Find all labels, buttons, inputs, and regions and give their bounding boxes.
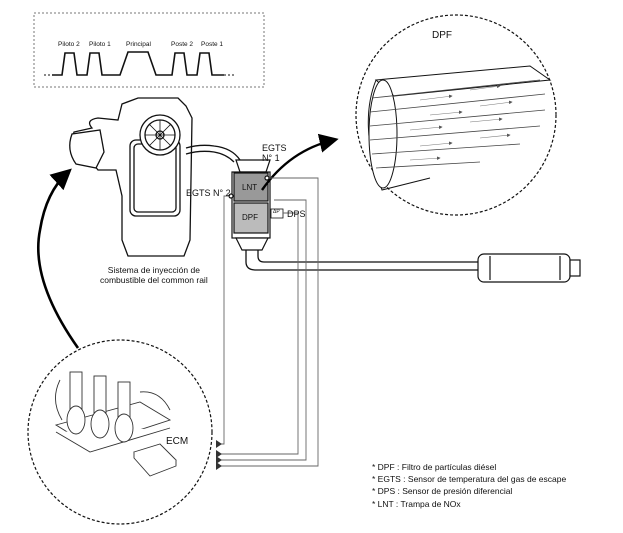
lnt-label: LNT bbox=[242, 183, 258, 192]
injection-pulse-panel bbox=[33, 12, 265, 88]
aftertreatment-canister bbox=[228, 159, 480, 271]
egts1-label: EGTS N° 1 bbox=[262, 143, 287, 164]
common-rail-label: Sistema de inyección de combustible del … bbox=[100, 265, 208, 285]
dpf-title: DPF bbox=[432, 30, 452, 41]
pulse-label-poste-2: Poste 2 bbox=[171, 41, 194, 48]
legend-item-dps: * DPS : Sensor de presión diferencial bbox=[372, 486, 513, 497]
ecm-label: ECM bbox=[166, 436, 189, 447]
arrow-to-common-rail bbox=[36, 168, 80, 349]
dpf-box-label: DPF bbox=[242, 213, 258, 222]
legend-item-egts: * EGTS : Sensor de temperatura del gas d… bbox=[372, 474, 567, 485]
sensor-wires bbox=[216, 177, 319, 467]
legend: * DPF : Filtro de partículas diésel * EG… bbox=[372, 461, 566, 510]
pulse-label-piloto-1: Piloto 1 bbox=[89, 41, 111, 48]
ecm-zoom-view bbox=[27, 339, 213, 525]
pulse-label-piloto-2: Piloto 2 bbox=[58, 41, 80, 48]
dps-label: DPS bbox=[287, 209, 306, 219]
dpf-zoom-view bbox=[355, 14, 557, 216]
engine-illustration bbox=[69, 97, 241, 257]
legend-item-lnt: * LNT : Trampa de NOx bbox=[372, 498, 461, 509]
pulse-label-principal: Principal bbox=[126, 41, 151, 48]
egts2-label: EGTS N° 2 bbox=[186, 188, 231, 198]
muffler bbox=[477, 253, 581, 283]
arrow-to-dpf-zoom bbox=[261, 133, 339, 191]
legend-item-dpf: * DPF : Filtro de partículas diésel bbox=[372, 462, 497, 472]
pulse-label-poste-1: Poste 1 bbox=[201, 41, 224, 48]
dps-sensor-label: ΔP bbox=[273, 209, 280, 215]
